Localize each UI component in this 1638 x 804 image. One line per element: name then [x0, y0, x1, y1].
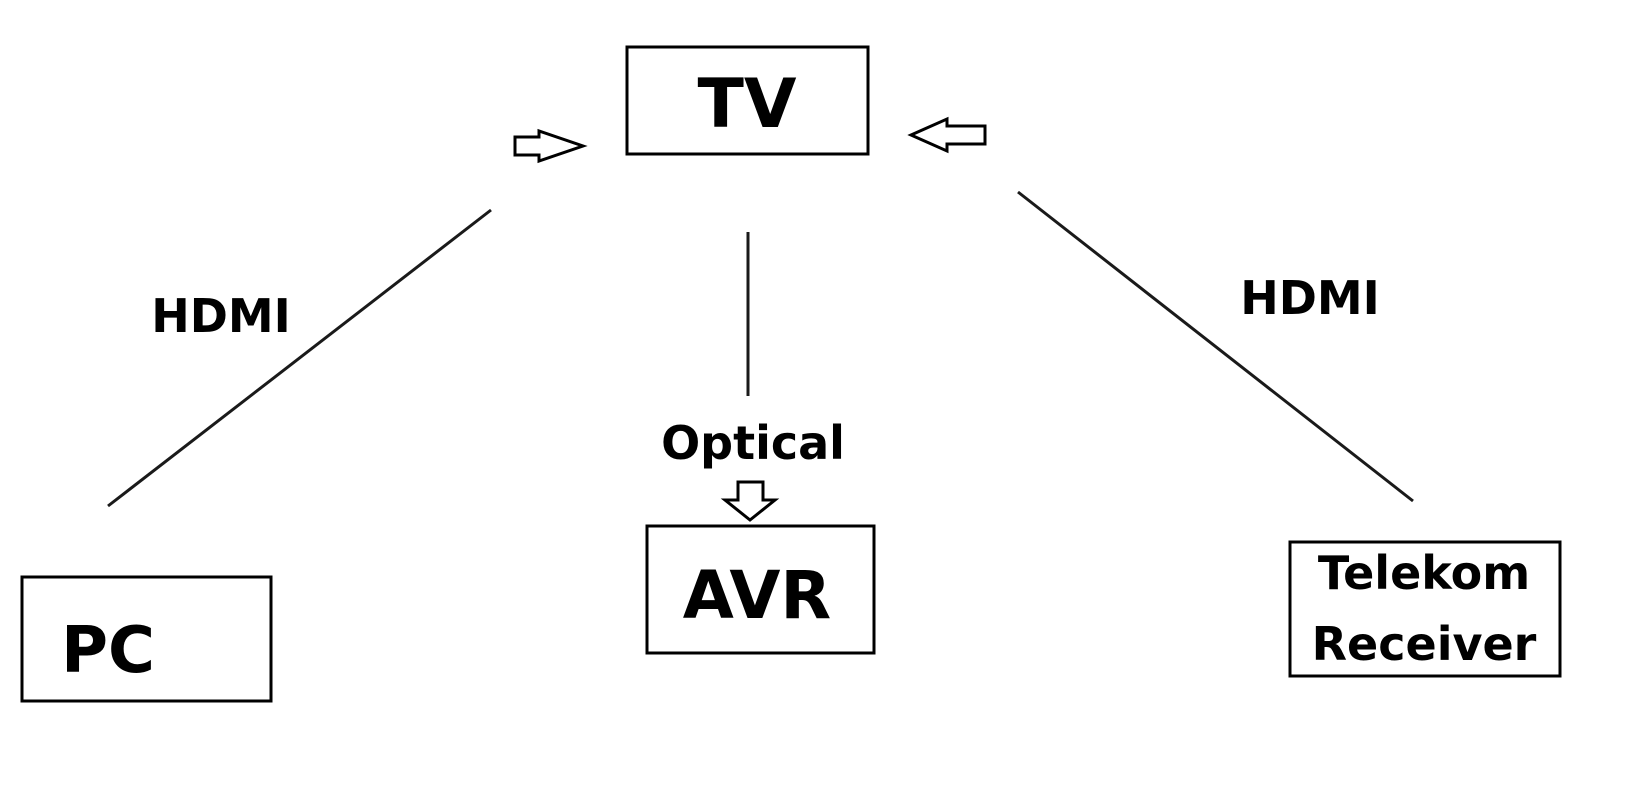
telekom-receiver-node[interactable]: Telekom Receiver — [1288, 540, 1562, 678]
pc-tv-line — [107, 208, 492, 508]
pc-node[interactable]: PC — [20, 575, 273, 703]
down-arrow-icon — [720, 480, 780, 522]
avr-node[interactable]: AVR — [645, 524, 876, 655]
receiver-tv-line — [1017, 190, 1414, 503]
tv-node[interactable]: TV — [625, 45, 870, 156]
telekom-receiver-box — [1288, 540, 1562, 678]
receiver-tv-connection: HDMI — [907, 116, 1414, 503]
left-arrow-icon — [907, 116, 987, 154]
avr-box — [645, 524, 876, 655]
receiver-tv-hdmi-label: HDMI — [1240, 271, 1380, 325]
avr-label: AVR — [683, 557, 832, 634]
tv-avr-connection: Optical — [661, 232, 845, 522]
pc-box — [20, 575, 273, 703]
pc-label: PC — [61, 614, 155, 688]
tv-label: TV — [697, 65, 796, 144]
pc-tv-connection: HDMI — [107, 128, 588, 508]
tv-avr-optical-label: Optical — [661, 416, 845, 470]
telekom-receiver-label-line1: Telekom — [1318, 546, 1530, 600]
telekom-receiver-label-line2: Receiver — [1312, 617, 1537, 671]
right-arrow-icon — [513, 128, 588, 164]
tv-box — [625, 45, 870, 156]
pc-tv-hdmi-label: HDMI — [151, 289, 291, 343]
